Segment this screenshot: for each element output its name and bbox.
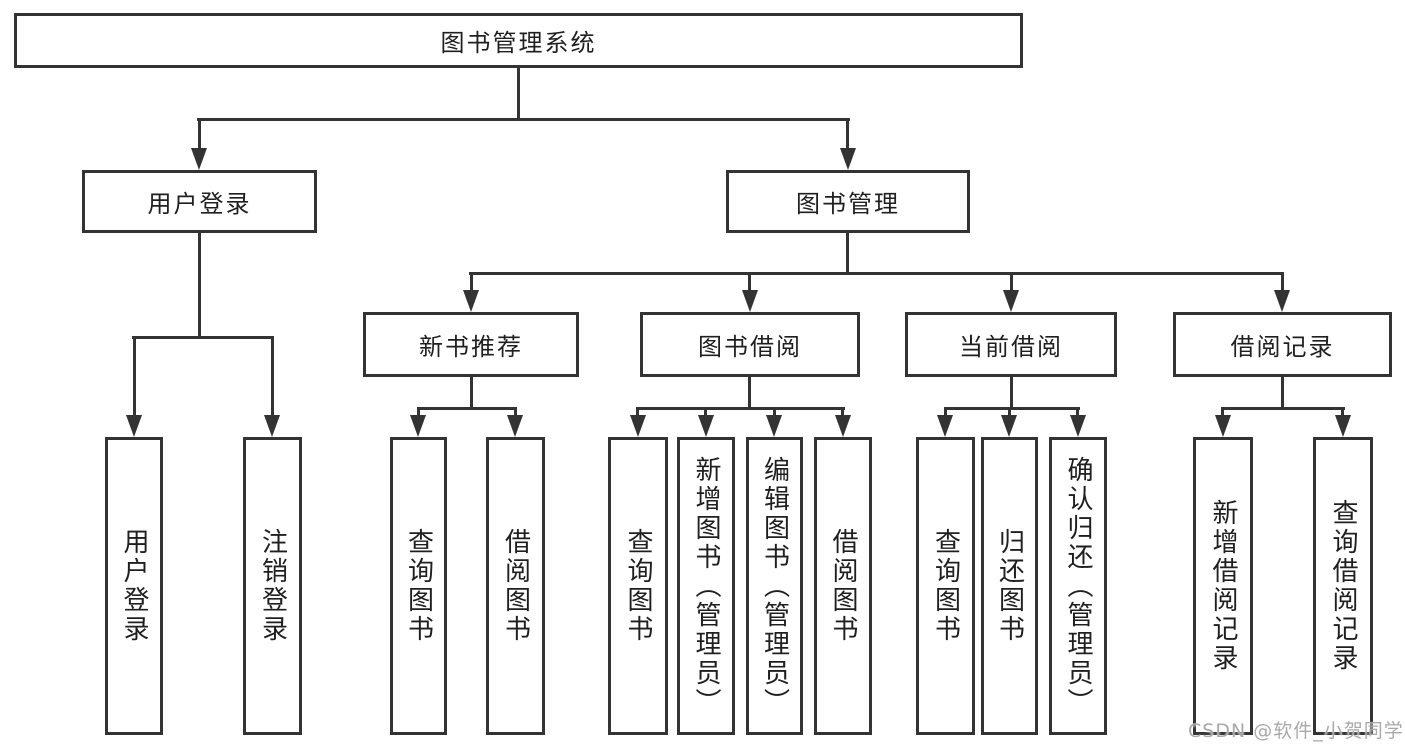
leaf-add-borrow-record: 新增借阅记录 [1193, 437, 1253, 735]
connector-line [132, 336, 274, 339]
connector-line [133, 336, 136, 417]
connector-line [841, 407, 844, 417]
connector-line [417, 407, 517, 410]
arrow-down-icon [630, 415, 646, 437]
leaf-query-book-recommend: 查询图书 [390, 437, 447, 735]
arrow-down-icon [1274, 290, 1290, 312]
arrow-down-icon [937, 415, 953, 437]
leaf-add-book-admin: 新增图书（管理员） [677, 437, 735, 735]
connector-line [636, 407, 845, 410]
arrow-down-icon [1003, 290, 1019, 312]
connector-line [636, 407, 639, 417]
node-book-borrow: 图书借阅 [640, 312, 860, 377]
connector-line [514, 407, 517, 417]
node-new-book-recommend: 新书推荐 [363, 312, 579, 377]
leaf-borrow-book: 借阅图书 [814, 437, 872, 735]
connector-line [198, 118, 201, 150]
node-book-management: 图书管理 [726, 170, 970, 233]
connector-line [944, 407, 947, 417]
connector-line [1281, 272, 1284, 292]
connector-line [271, 336, 274, 417]
node-root: 图书管理系统 [14, 13, 1023, 68]
arrow-down-icon [742, 290, 758, 312]
arrow-down-icon [264, 415, 280, 437]
leaf-query-book-borrow: 查询图书 [608, 437, 668, 735]
connector-line [748, 272, 751, 292]
arrow-down-icon [191, 148, 207, 170]
arrow-down-icon [766, 415, 782, 437]
connector-line [773, 407, 776, 417]
connector-line [1221, 407, 1224, 417]
leaf-borrow-book-recommend: 借阅图书 [486, 437, 545, 735]
arrow-down-icon [126, 415, 142, 437]
arrow-down-icon [1070, 415, 1086, 437]
leaf-confirm-return-admin: 确认归还（管理员） [1049, 437, 1107, 735]
arrow-down-icon [698, 415, 714, 437]
arrow-down-icon [463, 290, 479, 312]
connector-line [197, 118, 850, 121]
arrow-down-icon [1001, 415, 1017, 437]
connector-line [1010, 375, 1013, 410]
leaf-logout: 注销登录 [243, 437, 302, 735]
connector-line [1008, 407, 1011, 417]
connector-line [417, 407, 420, 417]
arrow-down-icon [1335, 415, 1351, 437]
arrow-down-icon [507, 415, 523, 437]
node-user-login: 用户登录 [82, 170, 317, 233]
connector-line [846, 118, 849, 150]
leaf-return-book: 归还图书 [981, 437, 1038, 735]
arrow-down-icon [835, 415, 851, 437]
arrow-down-icon [840, 148, 856, 170]
connector-line [704, 407, 707, 417]
connector-line [748, 375, 751, 410]
connector-line [1341, 407, 1344, 417]
connector-line [1221, 407, 1345, 410]
connector-line [846, 231, 849, 275]
arrow-down-icon [1215, 415, 1231, 437]
node-borrow-record: 借阅记录 [1173, 312, 1392, 377]
connector-line [469, 272, 1284, 275]
leaf-query-book-current: 查询图书 [916, 437, 975, 735]
connector-line [944, 407, 1080, 410]
csdn-watermark: CSDN @软件_小贺同学 [1188, 720, 1404, 742]
connector-line [1076, 407, 1079, 417]
connector-line [1010, 272, 1013, 292]
leaf-edit-book-admin: 编辑图书（管理员） [746, 437, 803, 735]
leaf-query-borrow-record: 查询借阅记录 [1313, 437, 1373, 735]
node-current-borrow: 当前借阅 [905, 312, 1117, 377]
leaf-user-login: 用户登录 [105, 437, 163, 735]
connector-line [1281, 375, 1284, 410]
connector-line [198, 231, 201, 339]
arrow-down-icon [410, 415, 426, 437]
connector-line [470, 272, 473, 292]
connector-line [470, 375, 473, 410]
connector-line [517, 66, 520, 120]
